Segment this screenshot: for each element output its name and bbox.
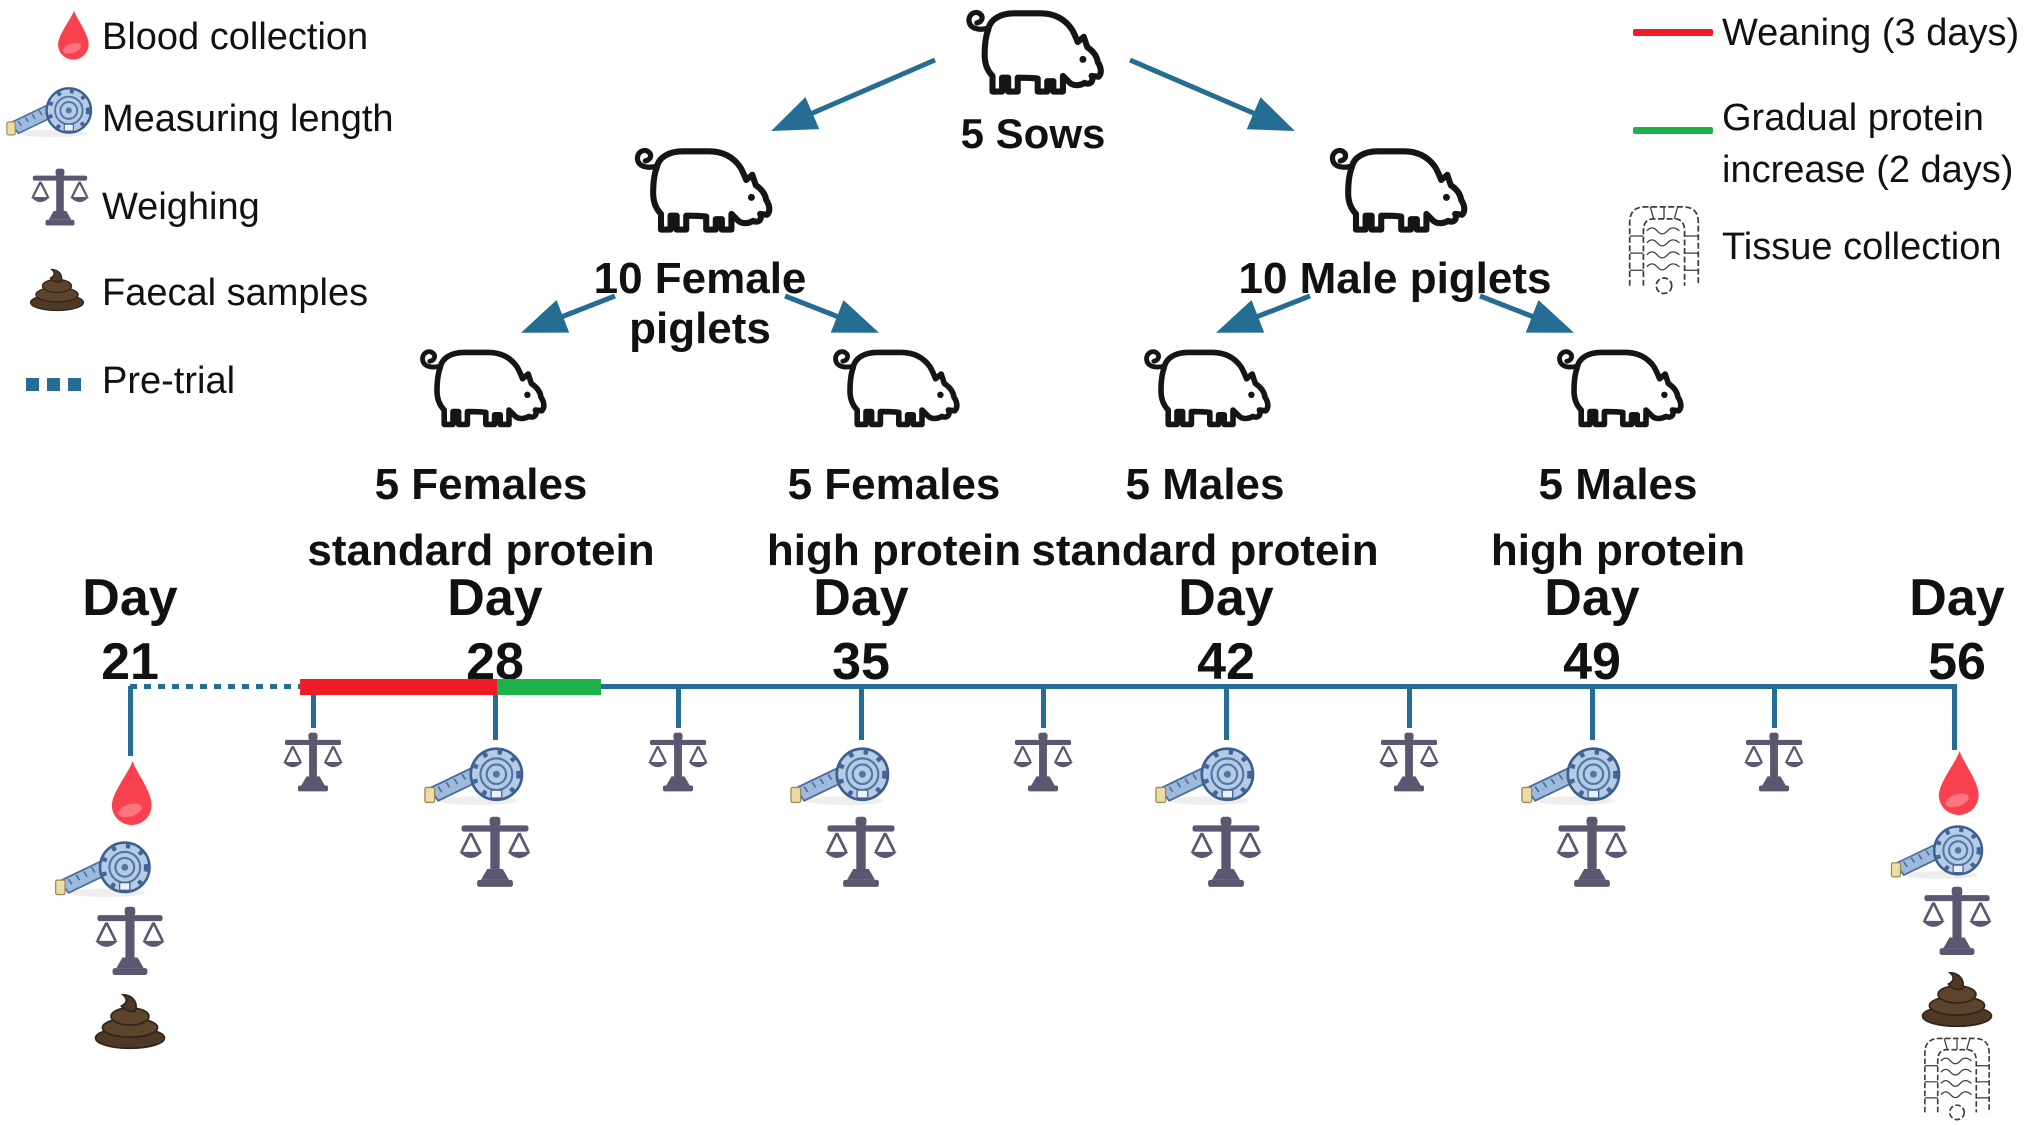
arrow-males-to-high [1479, 293, 1574, 333]
day56-tissue-collection-icon [1913, 1032, 2001, 1122]
legend-weaning-label: Weaning (3 days) [1722, 12, 2020, 54]
arrow-males-to-standard [1216, 293, 1311, 333]
group-female-high-pig-icon [824, 342, 964, 434]
midweek-weighing-icon [645, 732, 711, 794]
green-line-icon [1633, 127, 1713, 134]
sow-pig-icon [955, 2, 1110, 102]
red-line-icon [1633, 29, 1713, 36]
timeline-tick-midweek [676, 686, 681, 728]
midweek-weighing-icon [1376, 732, 1442, 794]
day28-weighing-icon [455, 816, 535, 890]
timeline-tick-midweek [1407, 686, 1412, 728]
legend-length-label: Measuring length [102, 98, 394, 140]
day42-weighing-icon [1186, 816, 1266, 890]
arrow-females-to-standard [521, 293, 616, 333]
female-piglets-label: 10 Female piglets [593, 254, 807, 353]
protein-increase-bar [497, 679, 601, 695]
group-male-standard-pig-icon [1135, 342, 1275, 434]
timeline-tick-midweek [1041, 686, 1046, 728]
legend-tissue-label: Tissue collection [1722, 226, 2002, 268]
legend-weighing-label: Weighing [102, 186, 260, 228]
timeline-tick-midweek [1772, 686, 1777, 728]
day56-blood-collection-icon [1931, 748, 1983, 818]
faeces-icon [24, 264, 90, 312]
group-female-standard-pig-icon [411, 342, 551, 434]
day56-measuring-length-icon [1886, 824, 1994, 880]
weighing-scale-icon [28, 168, 92, 228]
day28-measuring-length-icon [421, 746, 533, 806]
blood-drop-icon [52, 8, 92, 62]
day21-measuring-length-icon [52, 840, 160, 898]
day21-faecal-samples-icon [84, 988, 176, 1050]
timeline-tick-day-21 [128, 686, 133, 756]
day42-measuring-length-icon [1152, 746, 1264, 806]
day35-measuring-length-icon [787, 746, 899, 806]
dotted-line-icon [26, 378, 81, 396]
timeline-axis [298, 684, 1957, 689]
day35-weighing-icon [821, 816, 901, 890]
day56-weighing-icon [1918, 886, 1996, 958]
arrow-females-to-high [784, 293, 879, 333]
day21-blood-collection-icon [104, 758, 156, 828]
day56-faecal-samples-icon [1911, 966, 2003, 1028]
sows-label: 5 Sows [960, 110, 1106, 157]
timeline-tick-midweek [311, 686, 316, 728]
pre-trial-segment [130, 684, 298, 689]
timeline-tick-day-35 [859, 686, 864, 740]
timeline-tick-day-56 [1952, 686, 1957, 750]
timeline-tick-day-28 [493, 686, 498, 740]
day49-weighing-icon [1552, 816, 1632, 890]
male-piglets-pig-icon [1320, 140, 1472, 240]
legend-protein-label: Gradual protein increase (2 days) [1722, 97, 2014, 191]
legend-blood-label: Blood collection [102, 16, 369, 58]
male-piglets-label: 10 Male piglets [1238, 254, 1552, 303]
weaning-bar [300, 679, 497, 695]
day49-measuring-length-icon [1518, 746, 1630, 806]
midweek-weighing-icon [1741, 732, 1807, 794]
intestine-icon [1620, 200, 1708, 296]
female-piglets-pig-icon [625, 140, 777, 240]
arrow-sows-to-male-piglets [1129, 57, 1295, 131]
day21-weighing-icon [91, 906, 169, 978]
arrow-sows-to-female-piglets [771, 57, 936, 131]
tape-measure-icon [6, 86, 98, 138]
timeline-tick-day-49 [1590, 686, 1595, 740]
midweek-weighing-icon [1010, 732, 1076, 794]
legend-pretrial-label: Pre-trial [102, 360, 236, 402]
midweek-weighing-icon [280, 732, 346, 794]
timeline-tick-day-42 [1224, 686, 1229, 740]
group-male-high-pig-icon [1548, 342, 1688, 434]
legend-faecal-label: Faecal samples [102, 272, 369, 314]
